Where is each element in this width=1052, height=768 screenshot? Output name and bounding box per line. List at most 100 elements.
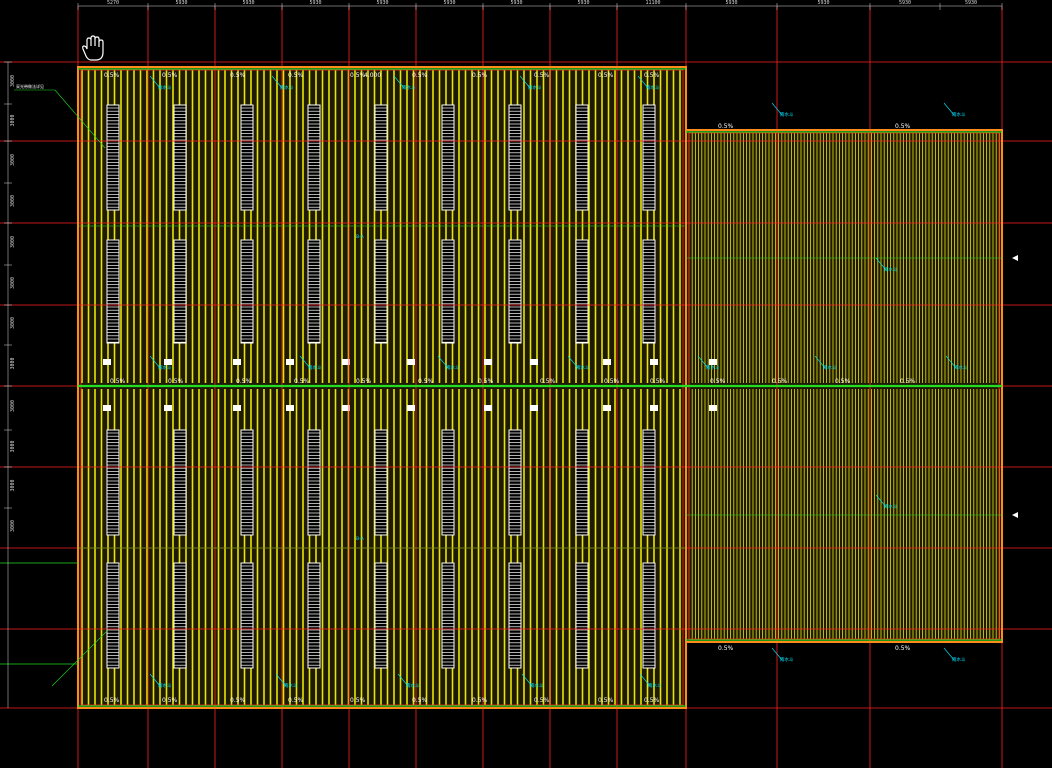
- slope-label: 0.5%: [718, 123, 734, 130]
- drain-leader: [567, 355, 579, 369]
- skylight-strip: [508, 104, 522, 211]
- drain-leader: [875, 494, 887, 508]
- drain-leader: [814, 355, 826, 369]
- top-dimension-label: 5930: [899, 0, 911, 6]
- slope-label: 0.5%: [604, 378, 620, 385]
- drain-tag: 雨水斗: [823, 364, 837, 371]
- drain-leader: [149, 75, 161, 89]
- drain-leader: [437, 355, 449, 369]
- drain-outlet-mark: [103, 359, 111, 365]
- left-dimension-label: 3000: [10, 357, 16, 369]
- left-dimension-label: 3000: [10, 195, 16, 207]
- drain-tag: 雨水斗: [528, 84, 542, 91]
- skylight-strip: [106, 104, 120, 211]
- drain-outlet-mark: [233, 405, 241, 411]
- drain-tag: 雨水斗: [884, 503, 898, 510]
- slope-label: 0.5%: [294, 378, 310, 385]
- region-tag: B-A: [356, 536, 365, 542]
- drain-tag: 雨水斗: [952, 111, 966, 118]
- slope-label: 0.5%: [710, 378, 726, 385]
- drain-outlet-mark: [407, 405, 415, 411]
- left-dimension-label: 3000: [10, 114, 16, 126]
- skylight-strip: [374, 562, 388, 669]
- drain-outlet-mark: [484, 359, 492, 365]
- drain-outlet-mark: [530, 359, 538, 365]
- skylight-strip: [106, 562, 120, 669]
- left-dimension-label: 3000: [10, 154, 16, 166]
- axis-arrow-marker: [1012, 512, 1018, 518]
- top-dimension-label: 11100: [646, 0, 661, 6]
- drain-leader: [943, 102, 955, 116]
- drain-leader: [639, 673, 651, 687]
- drain-outlet-mark: [342, 405, 350, 411]
- skylight-strip: [374, 429, 388, 536]
- top-dimension-label: 5930: [377, 0, 389, 6]
- skylight-strip: [508, 429, 522, 536]
- skylight-strip: [374, 104, 388, 211]
- drain-leader: [393, 75, 405, 89]
- drain-leader: [637, 75, 649, 89]
- skylight-note: 采光带做法详见: [16, 83, 44, 89]
- drain-tag: 雨水斗: [446, 364, 460, 371]
- drain-outlet-mark: [164, 405, 172, 411]
- drain-leader: [875, 257, 887, 271]
- slope-label: 0.5%: [650, 378, 666, 385]
- drain-outlet-mark: [650, 405, 658, 411]
- slope-label: 0.5%: [356, 378, 372, 385]
- drain-leader: [271, 75, 283, 89]
- drain-tag: 雨水斗: [158, 682, 172, 689]
- drain-outlet-mark: [709, 359, 717, 365]
- axis-arrow-marker: [1012, 255, 1018, 261]
- drain-outlet-mark: [709, 405, 717, 411]
- top-dimension-label: 5270: [107, 0, 119, 6]
- pan-hand-icon: [82, 35, 104, 61]
- region-tag: B-A: [356, 234, 365, 240]
- slope-label: 0.5%: [900, 378, 916, 385]
- slope-label: 0.5%: [598, 72, 614, 79]
- slope-label: 0.5%: [644, 697, 660, 704]
- drain-outlet-mark: [286, 359, 294, 365]
- slope-label: 0.5%: [472, 72, 488, 79]
- drain-outlet-mark: [103, 405, 111, 411]
- skylight-strip: [240, 104, 254, 211]
- slope-label: 0.5%: [288, 697, 304, 704]
- drain-tag: 雨水斗: [158, 84, 172, 91]
- skylight-strip: [307, 104, 321, 211]
- drain-tag: 雨水斗: [952, 656, 966, 663]
- slope-label: 0.5%: [540, 378, 556, 385]
- slope-label: 0.5%: [478, 378, 494, 385]
- drain-leader: [697, 355, 709, 369]
- slope-label: 0.5%: [288, 72, 304, 79]
- slope-label: 0.5%: [772, 378, 788, 385]
- left-dimension-label: 3000: [10, 236, 16, 248]
- drain-outlet-mark: [603, 359, 611, 365]
- top-dimension-label: 5930: [965, 0, 977, 6]
- drain-leader: [771, 102, 783, 116]
- drain-outlet-mark: [164, 359, 172, 365]
- slope-label: 0.5%: [835, 378, 851, 385]
- slope-label: 0.5%: [350, 697, 366, 704]
- left-dimension-label: 3000: [10, 317, 16, 329]
- drain-outlet-mark: [484, 405, 492, 411]
- slope-label: 0.5%: [168, 378, 184, 385]
- top-dimension-label: 5930: [511, 0, 523, 6]
- skylight-strip: [240, 429, 254, 536]
- top-dimension-label: 5930: [726, 0, 738, 6]
- drain-outlet-mark: [603, 405, 611, 411]
- drain-tag: 雨水斗: [780, 656, 794, 663]
- drain-tag: 雨水斗: [706, 364, 720, 371]
- slope-label: 0.5%: [104, 697, 120, 704]
- drain-leader: [149, 355, 161, 369]
- skylight-strip: [575, 562, 589, 669]
- drain-tag: 雨水斗: [284, 682, 298, 689]
- slope-label: 0.5%: [644, 72, 660, 79]
- skylight-strip: [575, 104, 589, 211]
- skylight-strip: [441, 104, 455, 211]
- left-dimension-label: 3000: [10, 400, 16, 412]
- slope-label: 0.5%: [230, 72, 246, 79]
- drain-outlet-mark: [342, 359, 350, 365]
- drain-leader: [521, 673, 533, 687]
- drain-leader: [519, 75, 531, 89]
